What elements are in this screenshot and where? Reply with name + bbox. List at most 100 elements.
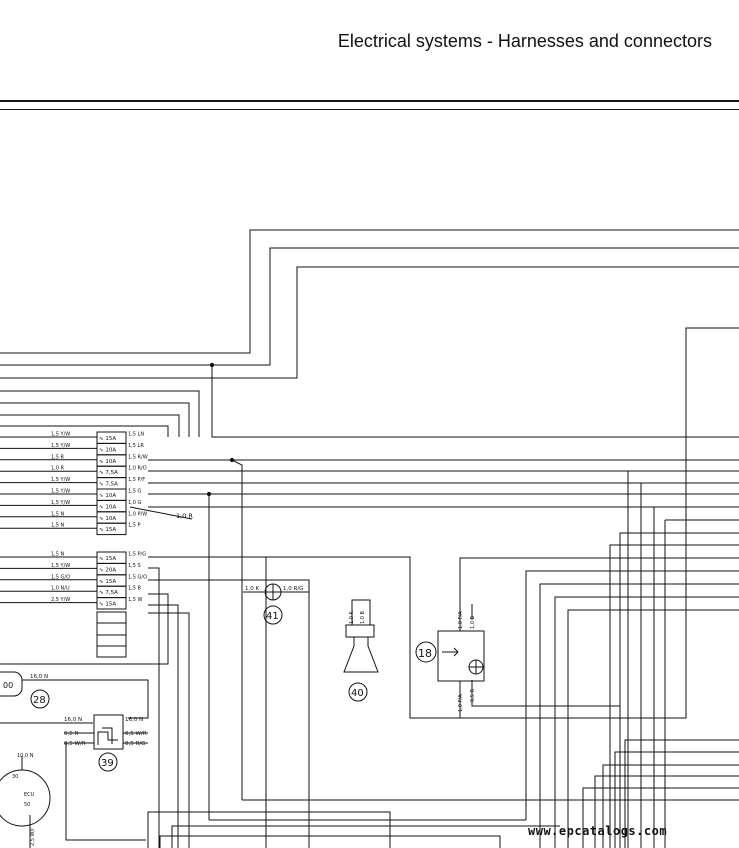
wire <box>231 459 243 800</box>
svg-text:00: 00 <box>3 681 13 690</box>
component-28-number: 28 <box>33 695 46 706</box>
wire <box>525 570 739 820</box>
fuse-a-output-label: 1,0 R/O <box>128 466 147 472</box>
fuse-b-fuse-rating: ∿ 15A <box>99 602 116 608</box>
fuse-a-fuse-rating: ∿ 10A <box>99 516 116 522</box>
component-41-number: 41 <box>266 611 279 622</box>
wire <box>0 247 739 366</box>
fuse-b-input-label: 2,5 Y/W <box>51 597 70 603</box>
relay-39-box <box>93 714 124 750</box>
fuse-b-input-label: 1,0 N/U <box>51 586 70 592</box>
wire <box>64 742 146 841</box>
wire <box>0 266 739 379</box>
fuse-a-output-label: 1,5 P <box>128 523 141 529</box>
wire <box>351 599 371 625</box>
component-18-wire: 1,0 P/A <box>458 694 464 712</box>
wire <box>148 604 179 848</box>
junction-dot <box>209 362 215 368</box>
relay-18-box <box>437 630 485 682</box>
fuse-a-input-label: 1,5 R <box>51 454 65 460</box>
fuse-block-b: ∿ 15A 1,5 N 1,5 P/G ∿ 20A 1,5 Y/W 1,5 S ∿ 15A 1… <box>0 551 147 610</box>
wire <box>554 596 739 848</box>
fuse-a-output-label: 1,5 G <box>128 489 142 495</box>
wire <box>594 775 739 848</box>
fuse-b-output-label: 1,5 P/G <box>128 552 146 558</box>
gauge-label: 30 <box>12 774 18 780</box>
fuse-b-fuse-rating: ∿ 20A <box>99 567 116 573</box>
gauge-ecu <box>0 769 51 827</box>
wire <box>0 425 169 437</box>
fuse-a-output-label: 1,5 LN <box>128 432 144 438</box>
fuse-b-input-label: 1,5 N <box>51 552 65 558</box>
wire <box>171 825 560 848</box>
fuse-b-output-label: 1,5 W <box>128 597 143 603</box>
fuse-a-input-label: 1,5 N <box>51 523 65 529</box>
fuse-a-output-label: 1,5 LR <box>128 443 144 449</box>
component-18-wire: 0,5 R <box>470 688 476 702</box>
fuse-b-input-label: 1,5 Y/W <box>51 563 70 569</box>
component-18-number: 18 <box>418 647 432 660</box>
fuse-a-fuse <box>96 522 127 536</box>
component-18-wire: 1,0 P/A <box>458 611 464 629</box>
fuse-b-output-label: 1,5 B <box>128 586 142 592</box>
component-39-wire: 16,0 N <box>64 717 82 723</box>
wire <box>266 327 739 719</box>
fuse-a-fuse-rating: ∿ 15A <box>99 527 116 533</box>
fuse-b-fuse-rating: ∿ 15A <box>99 556 116 562</box>
wire <box>22 679 149 719</box>
fuse-a-branch-label: 1,0 R <box>176 512 193 520</box>
fuse-b-output-label: 1,5 S <box>128 563 141 569</box>
fuse-a-fuse-rating: ∿ 7,5A <box>99 470 118 476</box>
wire <box>602 764 739 848</box>
fuse-a-input-label: 1,5 Y/W <box>51 500 70 506</box>
wire <box>0 414 180 437</box>
header-rule-thick <box>0 100 739 102</box>
fuse-b-fuse-rating: ∿ 7,5A <box>99 590 118 596</box>
fuse-block-a: ∿ 15A 1,5 Y/W 1,5 LN ∿ 10A 1,5 Y/W 1,5 LR ∿ 10… <box>0 431 148 536</box>
component-40-number: 40 <box>351 688 364 699</box>
wire <box>614 751 739 848</box>
component-40-wire: 1,0 B <box>360 610 366 624</box>
horn-40-body <box>343 637 379 673</box>
fuse-a-output-label: 1,5 R/W <box>128 454 148 460</box>
wire <box>0 390 200 437</box>
wire <box>624 739 739 848</box>
component-40-wire: 1,0 K <box>349 610 355 624</box>
gauge-label: 50 <box>24 802 30 808</box>
component-39-wire: 0,5 R/G <box>125 741 145 747</box>
fuse-b-fuse-rating: ∿ 15A <box>99 579 116 585</box>
component-18-wire: 1,0 B <box>470 615 476 629</box>
watermark: www.epcatalogs.com <box>528 824 668 838</box>
wire <box>147 811 391 848</box>
wire <box>211 365 739 438</box>
gauge-label: 10,0 N <box>17 753 34 759</box>
component-39-wire: 16,0 N <box>125 717 143 723</box>
wire <box>129 506 193 520</box>
fuse-a-input-label: 1,5 N <box>51 511 65 517</box>
fuse-a-input-label: 1,0 R <box>51 466 65 472</box>
wire <box>148 567 160 848</box>
gauge-label: 2,5 W/I <box>30 828 36 846</box>
fuse-a-input-label: 1,5 Y/W <box>51 477 70 483</box>
fuse-a-input-label: 1,5 Y/W <box>51 489 70 495</box>
fuse-a-input-label: 1,5 Y/W <box>51 443 70 449</box>
header-rule-thin <box>0 109 739 110</box>
wire <box>567 609 739 848</box>
fuse-a-fuse-rating: ∿ 7,5A <box>99 482 118 488</box>
wire <box>609 544 739 848</box>
wire <box>0 593 169 665</box>
wire <box>539 583 739 848</box>
component-39-wire: 0,5 R <box>64 731 78 737</box>
fuse-a-fuse-rating: ∿ 10A <box>99 459 116 465</box>
component-41-wire-left: 1,0 K <box>245 586 259 592</box>
fuse-b-output-label: 1,5 G/O <box>128 574 147 580</box>
wire <box>459 557 739 615</box>
component-28-body <box>0 671 23 697</box>
page-title: Electrical systems - Harnesses and conne… <box>337 31 712 51</box>
fuse-a-input-label: 1,5 Y/W <box>51 432 70 438</box>
wire <box>159 835 501 848</box>
wire <box>0 229 739 354</box>
wire <box>148 579 310 848</box>
wire <box>471 680 620 707</box>
wire <box>0 402 190 437</box>
